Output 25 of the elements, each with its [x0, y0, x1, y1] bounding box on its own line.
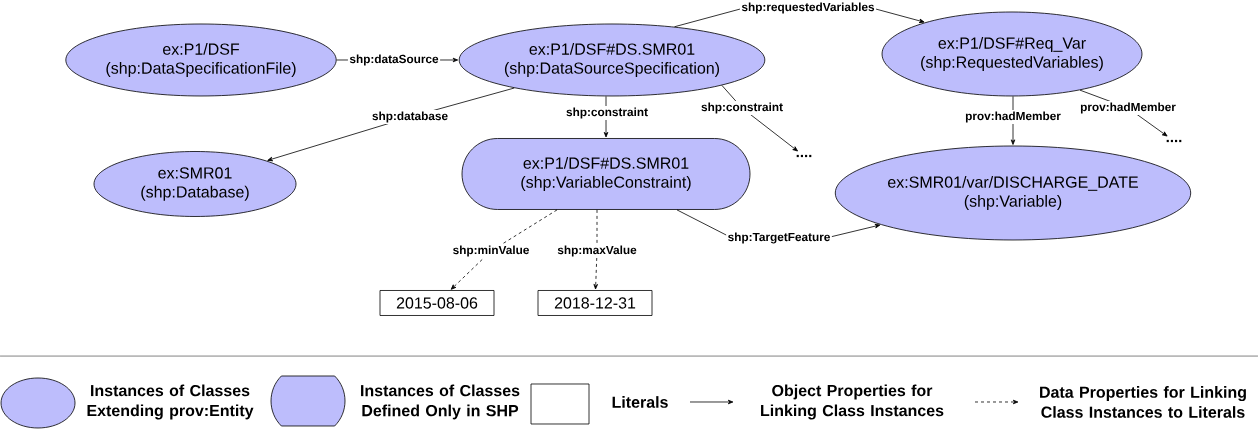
edge-label: shp:database — [370, 110, 450, 124]
edge-label: prov:hadMember — [1078, 101, 1178, 115]
edge-label: shp:constraint — [699, 101, 785, 115]
dashed-arrow — [450, 209, 558, 290]
edge-label: shp:constraint — [564, 106, 650, 120]
edge-label: shp:maxValue — [555, 244, 639, 258]
legend-text: Instances of Classes Defined Only in SHP — [361, 384, 520, 420]
arrow — [721, 84, 798, 152]
legend-text: Literals — [612, 396, 668, 408]
edge-label: shp:TargetFeature — [726, 230, 832, 245]
arrow — [603, 96, 609, 138]
legend-text: Object Properties for Linking Class Instances — [761, 384, 944, 420]
legend-text: Data Properties for Linking Class Instances to Literals — [1040, 386, 1246, 418]
ellipsis-text: .... — [1166, 139, 1182, 143]
arrow — [1010, 96, 1016, 145]
edge-label: shp:dataSource — [347, 53, 441, 67]
legend-text: Instances of Classes Extending prov:Entity — [87, 384, 254, 420]
edge-label: prov:hadMember — [963, 110, 1063, 124]
edge-label: shp:requestedVariables — [739, 1, 877, 15]
rounded-box: ex:P1/DSF#DS.SMR01 (shp:VariableConstraint) — [461, 138, 751, 210]
literal-box: 2018-12-31 — [537, 290, 653, 316]
dashed-arrow — [593, 209, 598, 290]
literal-box: 2015-08-06 — [379, 290, 495, 316]
edge-label: shp:minValue — [451, 244, 531, 258]
ellipsis-text: .... — [796, 154, 812, 158]
